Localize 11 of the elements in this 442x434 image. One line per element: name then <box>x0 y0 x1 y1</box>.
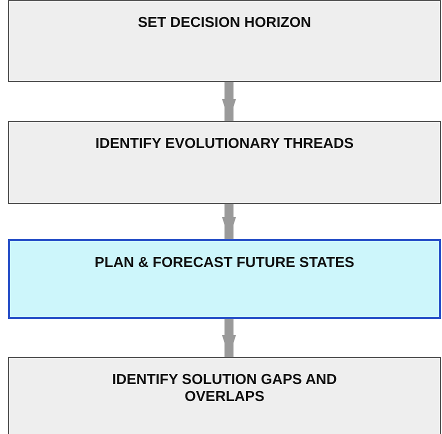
step-label: SET DECISION HORIZON <box>138 15 312 32</box>
step-label: IDENTIFY SOLUTION GAPS AND OVERLAPS <box>111 372 338 407</box>
step-label: IDENTIFY EVOLUTIONARY THREADS <box>95 136 354 154</box>
process-box <box>8 121 441 204</box>
process-box <box>8 0 441 82</box>
process-box <box>8 357 441 434</box>
arrow <box>222 204 236 239</box>
step-label: PLAN & FORECAST FUTURE STATES <box>94 255 354 272</box>
process-box <box>8 239 441 319</box>
arrow <box>222 319 236 357</box>
arrow <box>222 82 236 121</box>
